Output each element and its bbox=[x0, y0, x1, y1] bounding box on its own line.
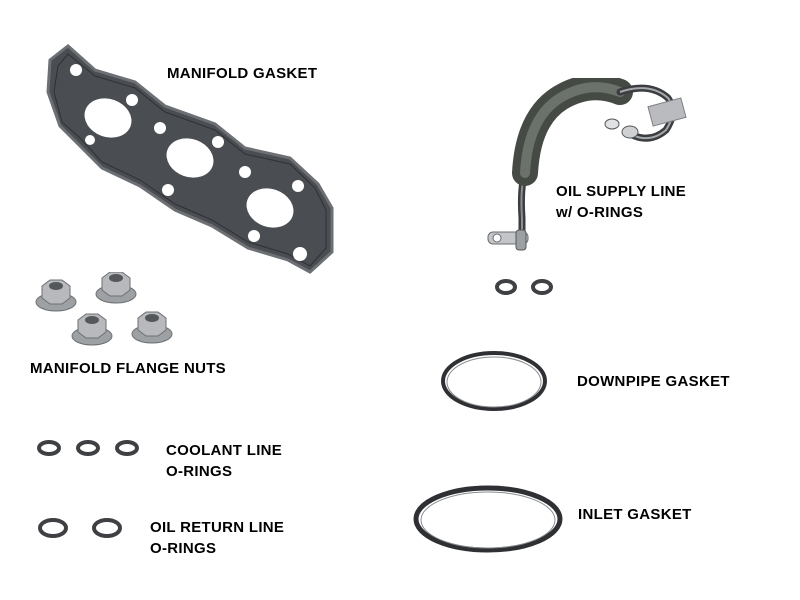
coolant-line-orings-label-line1: COOLANT LINE bbox=[166, 442, 283, 459]
oil-supply-line-image bbox=[487, 78, 687, 251]
flange-nut-3 bbox=[71, 313, 113, 346]
coolant-line-orings-label-line2: O-RINGS bbox=[166, 463, 233, 480]
manifold-flange-nuts-image bbox=[35, 272, 173, 346]
coolant-line-orings-image bbox=[37, 440, 139, 456]
flange-nut-1 bbox=[35, 279, 77, 312]
inlet-gasket-image bbox=[413, 485, 563, 553]
oil-supply-line-orings-image bbox=[495, 279, 553, 295]
oil-return-line-orings-label-line2: O-RINGS bbox=[150, 540, 217, 557]
manifold-gasket-label: MANIFOLD GASKET bbox=[167, 65, 318, 82]
flange-nut-2 bbox=[95, 272, 137, 304]
manifold-flange-nuts-label: MANIFOLD FLANGE NUTS bbox=[30, 360, 226, 377]
oil-supply-line-label: OIL SUPPLY LINE w/ O-RINGS bbox=[556, 181, 686, 223]
downpipe-gasket-image bbox=[441, 351, 547, 411]
oil-return-line-orings-image bbox=[38, 518, 122, 538]
coolant-line-orings-label: COOLANT LINE O-RINGS bbox=[166, 440, 282, 482]
manifold-gasket-image bbox=[46, 44, 334, 274]
flange-nut-4 bbox=[131, 311, 173, 344]
oil-return-line-orings-label-line1: OIL RETURN LINE bbox=[150, 519, 285, 536]
oil-supply-line-label-line2: w/ O-RINGS bbox=[556, 204, 644, 221]
downpipe-gasket-label: DOWNPIPE GASKET bbox=[577, 373, 730, 390]
inlet-gasket-label: INLET GASKET bbox=[578, 506, 692, 523]
oil-supply-line-label-line1: OIL SUPPLY LINE bbox=[556, 183, 687, 200]
oil-return-line-orings-label: OIL RETURN LINE O-RINGS bbox=[150, 517, 284, 559]
